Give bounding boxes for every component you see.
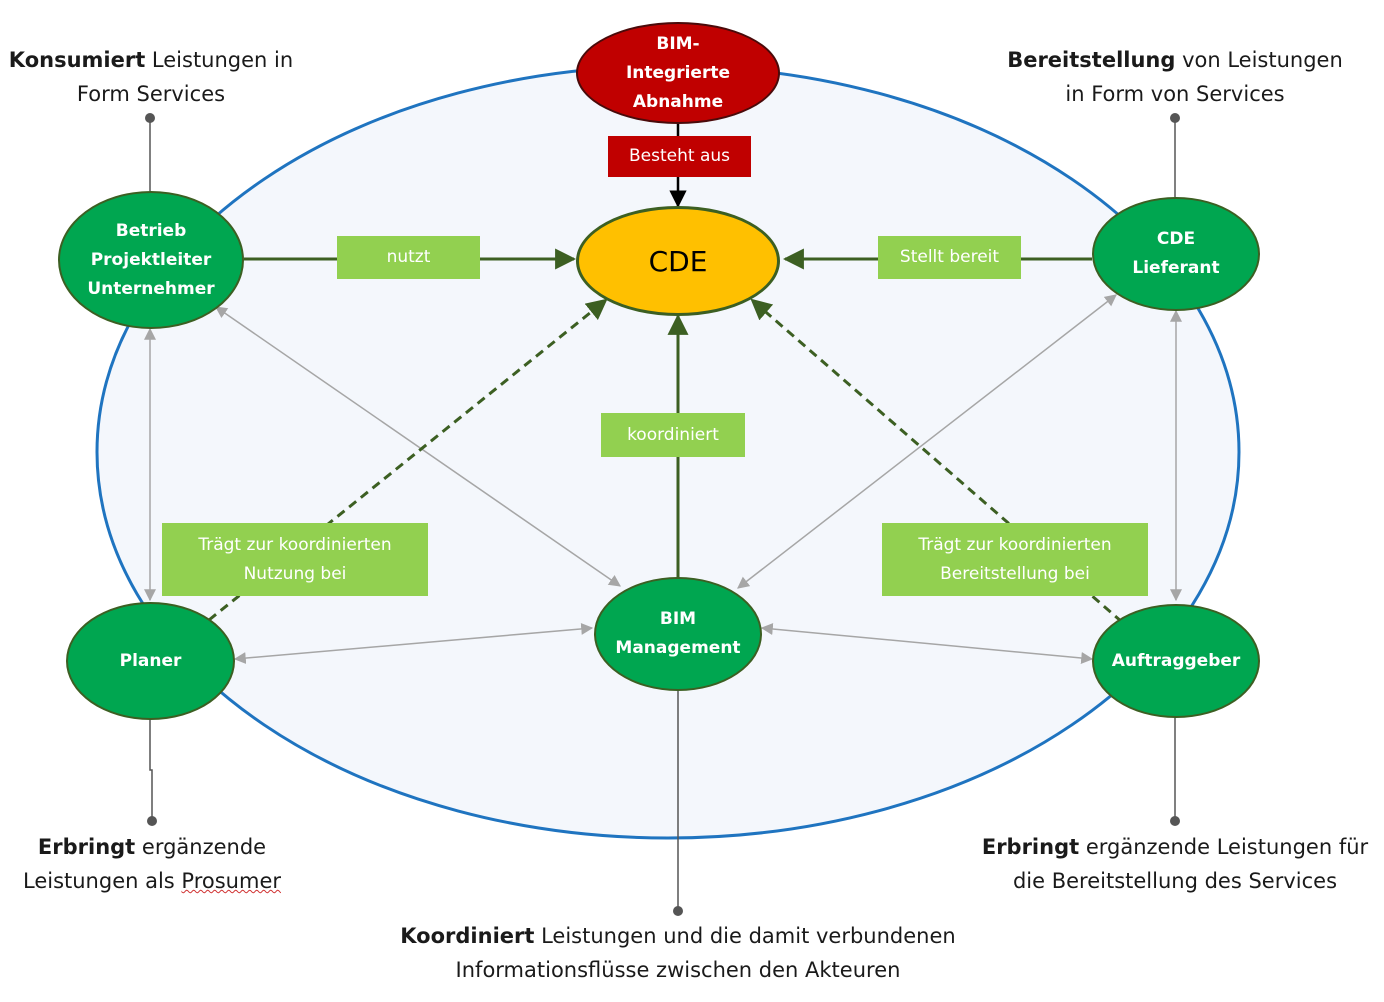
arrow-management-auftraggeber <box>760 623 1094 664</box>
note-prosumer-word: Prosumer <box>181 869 281 893</box>
node-bim-management[interactable]: BIM Management <box>594 577 762 691</box>
note-prosumer-bold: Erbringt <box>37 835 136 859</box>
node-abnahme-line2: Integrierte <box>625 62 731 83</box>
note-prosumer-rest: ergänzende <box>135 835 267 859</box>
label-traegt-bereit-line2: Bereitstellung bei <box>940 563 1090 584</box>
node-lieferant-line2: Lieferant <box>1132 258 1220 278</box>
node-betrieb[interactable]: Betrieb Projektleiter Unternehmer <box>58 191 244 329</box>
node-planer[interactable]: Planer <box>66 602 235 720</box>
arrow-traegt-nutzung <box>208 298 608 622</box>
note-services-bold: Erbringt <box>981 835 1080 859</box>
node-management-line1: BIM <box>659 609 697 629</box>
label-besteht-text: Besteht aus <box>629 146 730 166</box>
note-konsumiert: Konsumiert Leistungen in Form Services <box>0 43 302 111</box>
callout-dots <box>145 113 1180 916</box>
node-lieferant-line1: CDE <box>1156 229 1196 249</box>
note-konsumiert-rest: Leistungen in <box>145 48 294 72</box>
label-nutzt: nutzt <box>337 236 480 279</box>
note-prosumer-line2-pre: Leistungen als <box>22 869 182 893</box>
arrow-planer-management <box>233 622 594 665</box>
label-traegt-nutzung-line2: Nutzung bei <box>243 563 347 584</box>
note-erbringt-services: Erbringt ergänzende Leistungen für die B… <box>960 830 1384 898</box>
node-abnahme-line1: BIM- <box>656 33 700 54</box>
node-cde[interactable]: CDE <box>576 206 780 316</box>
note-bereitstellung-rest: von Leistungen <box>1175 48 1343 72</box>
node-betrieb-line3: Unternehmer <box>87 278 215 299</box>
note-konsumiert-bold: Konsumiert <box>8 48 146 72</box>
label-koordiniert-text: koordiniert <box>627 424 719 445</box>
note-koordiniert-rest: Leistungen und die damit verbundenen <box>534 924 956 948</box>
arrow-lieferant-management <box>737 294 1117 589</box>
note-koordiniert-bold: Koordiniert <box>400 924 535 948</box>
node-betrieb-line2: Projektleiter <box>90 249 212 270</box>
note-erbringt-prosumer: Erbringt ergänzende Leistungen als Prosu… <box>0 830 304 898</box>
label-stellt-text: Stellt bereit <box>899 247 1000 267</box>
label-traegt-bereit-line1: Trägt zur koordinierten <box>918 534 1112 555</box>
grey-arrows <box>144 294 1182 665</box>
label-besteht-aus: Besteht aus <box>608 136 751 177</box>
node-auftraggeber[interactable]: Auftraggeber <box>1092 604 1260 718</box>
label-nutzt-text: nutzt <box>386 247 431 267</box>
label-traegt-nutzung-line1: Trägt zur koordinierten <box>198 534 392 555</box>
note-koordiniert: Koordiniert Leistungen und die damit ver… <box>360 919 996 987</box>
note-services-rest: ergänzende Leistungen für <box>1079 835 1369 859</box>
label-traegt-bereitstellung: Trägt zur koordinierten Bereitstellung b… <box>882 523 1148 596</box>
note-bereitstellung-line2: in Form von Services <box>1065 82 1285 106</box>
note-services-line2: die Bereitstellung des Services <box>1012 869 1338 893</box>
note-konsumiert-line2: Form Services <box>76 82 226 106</box>
callout-lines <box>149 118 1176 910</box>
note-bereitstellung-bold: Bereitstellung <box>1007 48 1176 72</box>
node-cde-lieferant[interactable]: CDE Lieferant <box>1092 197 1260 311</box>
note-koordiniert-line2: Informationsflüsse zwischen den Akteuren <box>455 958 901 982</box>
label-traegt-nutzung: Trägt zur koordinierten Nutzung bei <box>162 523 428 596</box>
node-management-line2: Management <box>615 638 741 658</box>
node-betrieb-line1: Betrieb <box>115 220 187 241</box>
arrow-betrieb-management <box>215 306 621 587</box>
node-planer-label: Planer <box>119 650 182 671</box>
node-auftraggeber-label: Auftraggeber <box>1111 650 1241 671</box>
label-stellt-bereit: Stellt bereit <box>878 236 1021 279</box>
note-bereitstellung: Bereitstellung von Leistungen in Form vo… <box>990 43 1360 111</box>
label-koordiniert: koordiniert <box>601 413 745 457</box>
node-cde-label: CDE <box>648 244 708 278</box>
node-abnahme-line3: Abnahme <box>632 91 724 112</box>
node-bim-integrierte-abnahme[interactable]: BIM- Integrierte Abnahme <box>576 22 780 124</box>
